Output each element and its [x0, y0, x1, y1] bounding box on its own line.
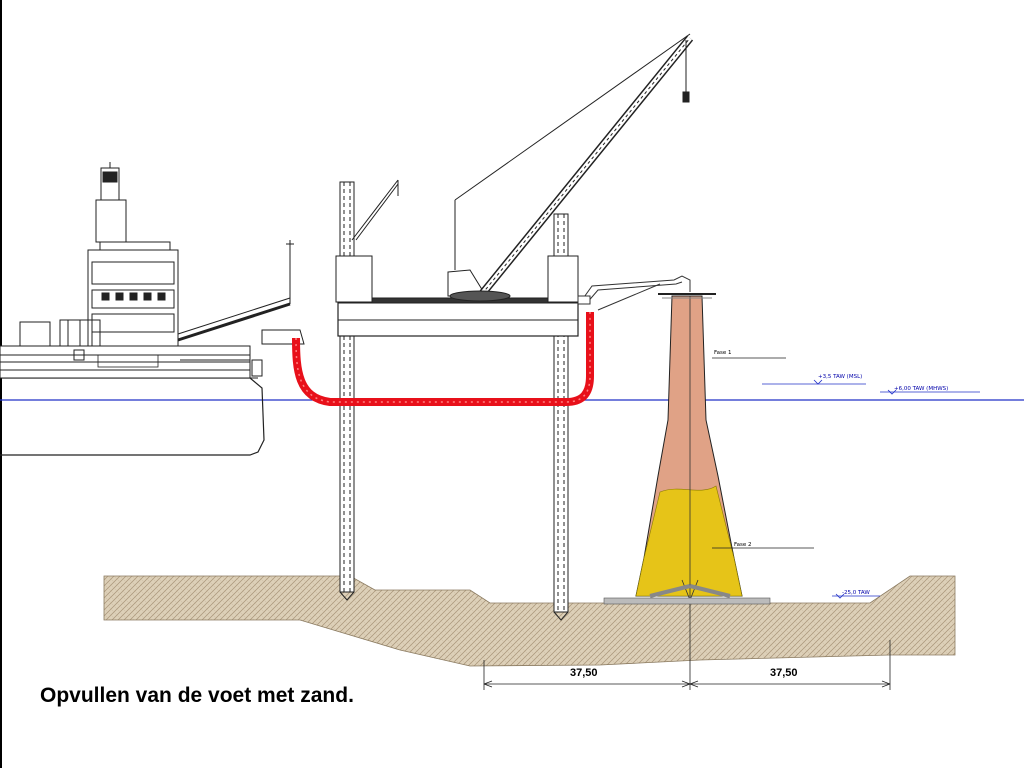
jackup-platform — [335, 33, 694, 621]
label-seabed: -25,0 TAW — [842, 590, 870, 596]
annotations: Fase 1 Fase 2 +3,5 TAW (MSL) +6,00 TAW (… — [712, 350, 980, 599]
label-level-2: +6,00 TAW (MHWS) — [894, 386, 948, 392]
label-level-1: +3,5 TAW (MSL) — [818, 374, 862, 380]
seabed — [103, 575, 956, 667]
discharge-pipe — [577, 275, 691, 311]
foundation-column — [603, 293, 771, 690]
dimension-left: 37,50 — [570, 667, 598, 679]
label-lower: Fase 2 — [734, 542, 752, 548]
dredging-vessel — [0, 162, 305, 456]
dimension-lines — [483, 640, 891, 690]
caption: Opvullen van de voet met zand. — [40, 684, 354, 707]
floating-pipeline — [292, 312, 594, 406]
label-upper: Fase 1 — [714, 350, 732, 356]
dimension-right: 37,50 — [770, 667, 798, 679]
